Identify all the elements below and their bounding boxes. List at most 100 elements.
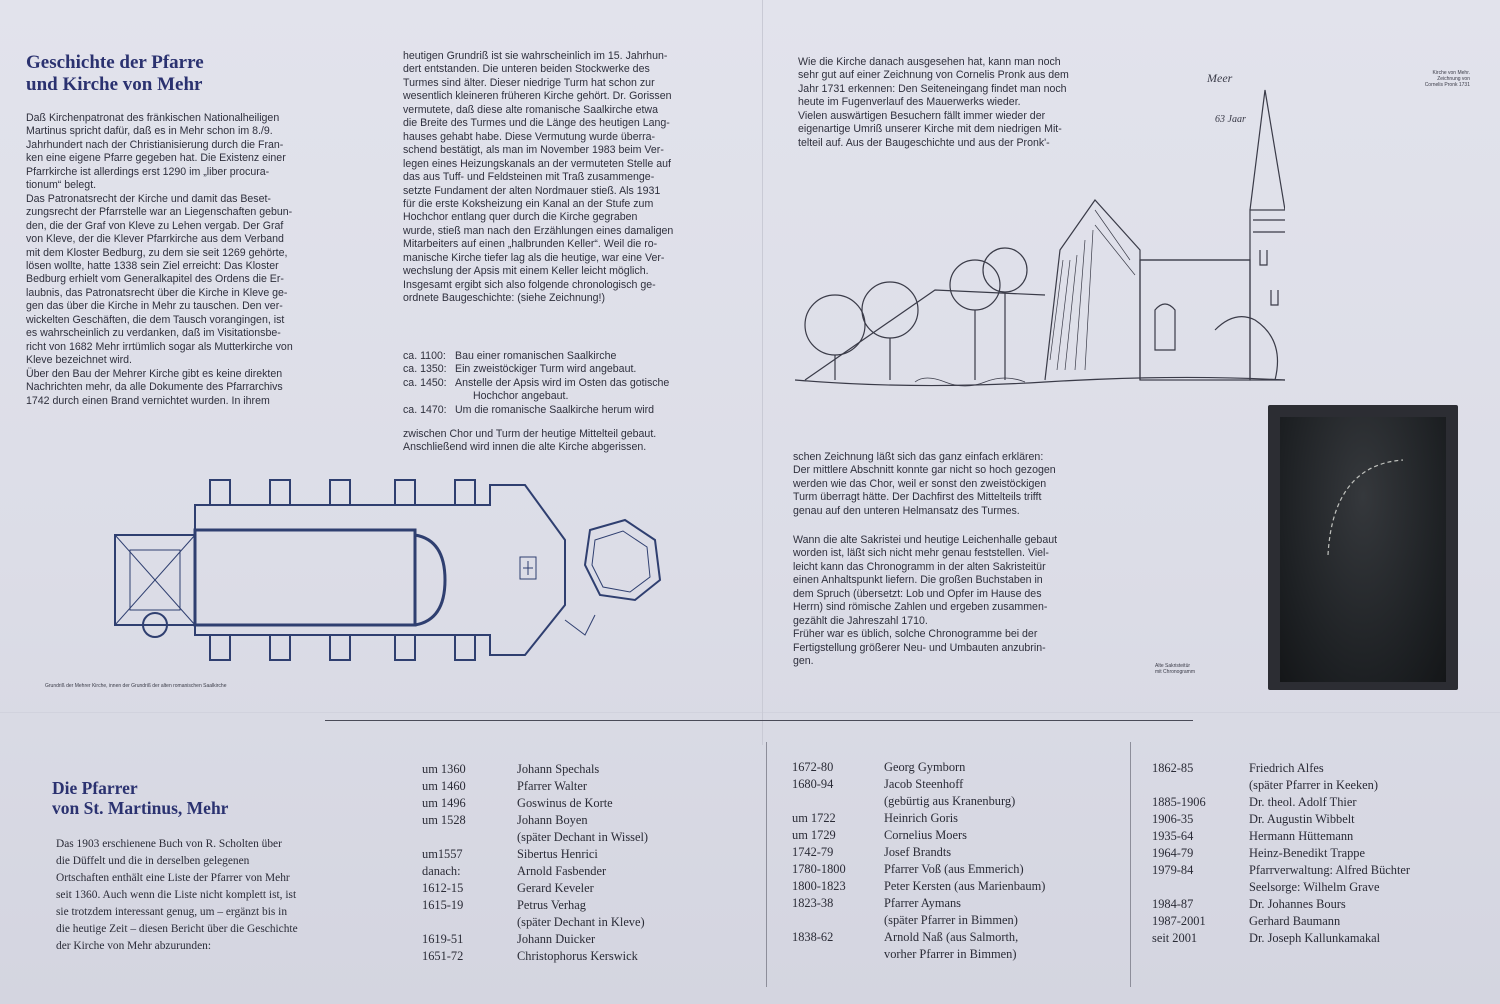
- pastor-row: (später Pfarrer in Bimmen): [792, 912, 1112, 929]
- pastor-years: seit 2001: [1152, 931, 1198, 945]
- pastor-row: um 1360 Johann Spechals: [422, 761, 762, 778]
- pastor-name: (später Dechant in Wissel): [517, 830, 649, 844]
- pastor-years: 1984-87: [1152, 897, 1194, 911]
- text-line: wechslung der Apsis mit einem Keller lei…: [403, 265, 649, 278]
- pastor-row: vorher Pfarrer in Bimmen): [792, 946, 1112, 963]
- pastor-years: 1987-2001: [1152, 914, 1206, 928]
- pastor-name: Jacob Steenhoff: [884, 777, 964, 791]
- text-line: zwischen Chor und Turm der heutige Mitte…: [403, 428, 657, 440]
- text-line: Das Patronatsrecht der Kirche und damit …: [26, 192, 271, 205]
- sketch-label: Meer: [1206, 71, 1233, 85]
- history-title: Geschichte der Pfarre und Kirche von Meh…: [26, 52, 204, 96]
- text-line: es wahrscheinlich zu verdanken, daß im V…: [26, 327, 281, 340]
- pastor-years: 1615-19: [422, 898, 464, 912]
- pastor-years: 1800-1823: [792, 879, 846, 893]
- door-caption: Alte Sakristeitür mit Chronogramm: [1155, 663, 1196, 675]
- text-line: ordnete Baugeschichte: (siehe Zeichnung!…: [403, 292, 605, 305]
- text-line: Martinus spricht dafür, daß es in Mehr s…: [26, 125, 273, 138]
- column-divider: [766, 742, 767, 987]
- chronology-entry: ca. 1450:Anstelle der Apsis wird im Oste…: [403, 377, 728, 390]
- pastor-years: 1979-84: [1152, 863, 1194, 877]
- text-line: laubnis, das Patronatsrecht über die Kir…: [26, 286, 288, 299]
- floorplan-caption: Grundriß der Mehrer Kirche, innen der Gr…: [45, 683, 227, 689]
- chronology-date: ca. 1100:: [403, 350, 446, 362]
- text-line: eigenartige Umriß unserer Kirche mit dem…: [798, 123, 1062, 136]
- pastor-years: 1823-38: [792, 896, 834, 910]
- text-line: Der mittlere Abschnitt konnte gar nicht …: [793, 464, 1056, 477]
- pastor-name: Josef Brandts: [884, 845, 952, 859]
- pastor-name: vorher Pfarrer in Bimmen): [884, 947, 1017, 961]
- pastor-row: (später Pfarrer in Keeken): [1152, 777, 1472, 794]
- history-column-2-end: zwischen Chor und Turm der heutige Mitte…: [403, 428, 728, 455]
- history-column-1: Daß Kirchenpatronat des fränkischen Nati…: [26, 112, 361, 408]
- pastors-title: Die Pfarrer von St. Martinus, Mehr: [52, 778, 228, 818]
- pastor-years: 1680-94: [792, 777, 834, 791]
- text-line: gen.: [793, 655, 814, 668]
- history-column-3: Wie die Kirche danach ausgesehen hat, ka…: [798, 56, 1116, 150]
- pastor-years: 1935-64: [1152, 829, 1194, 843]
- pastor-name: Friedrich Alfes: [1249, 761, 1324, 775]
- chronology-text: Bau einer romanischen Saalkirche: [455, 350, 617, 362]
- text-line: Herrn) sind römische Zahlen und ergeben …: [793, 601, 1048, 614]
- pastor-name: Johann Boyen: [517, 813, 588, 827]
- pastor-years: 1672-80: [792, 760, 834, 774]
- pastor-name: Johann Spechals: [517, 762, 600, 776]
- pastor-name: Petrus Verhag: [517, 898, 586, 912]
- text-line: leicht kann das Chronogramm in der alten…: [793, 560, 1046, 573]
- text-line: zungsrecht der Pfarrstelle war an Liegen…: [26, 206, 293, 219]
- text-line: Pfarrkirche ist allerdings erst 1290 im …: [26, 165, 270, 178]
- pastor-name: Dr. Johannes Bours: [1249, 897, 1346, 911]
- pastor-years: um 1729: [792, 828, 836, 842]
- text-line: manische Kirche tiefer lag als die heuti…: [403, 251, 665, 264]
- pastor-name: Johann Duicker: [517, 932, 596, 946]
- pastor-years: 1838-62: [792, 930, 834, 944]
- chronology-text: Hochchor angebaut.: [473, 390, 569, 403]
- text-line: Bedburg erhielt vom Generalkapitel des O…: [26, 273, 284, 286]
- pastor-name: Sibertus Henrici: [517, 847, 598, 861]
- text-line: Turm überragt hätte. Der Dachfirst des M…: [793, 491, 1042, 504]
- floor-plan: [114, 479, 662, 661]
- pastor-row: 1615-19 Petrus Verhag: [422, 897, 762, 914]
- chronology-date: ca. 1450:: [403, 376, 447, 389]
- text-line: der Kirche von Mehr abzurunden:: [56, 940, 211, 952]
- pastor-years: um 1360: [422, 762, 466, 776]
- pastor-list-2: 1672-80 Georg Gymborn 1680-94 Jacob Steenho…: [792, 759, 1112, 963]
- text-line: ken eine eigene Pfarre gegeben hat. Die …: [26, 152, 286, 165]
- text-line: heutigen Grundriß ist sie wahrscheinlich…: [403, 50, 668, 62]
- pastor-years: um 1496: [422, 796, 466, 810]
- pastor-name: Heinz-Benedikt Trappe: [1249, 846, 1365, 860]
- chronology-text: Um die romanische Saalkirche herum wird: [455, 403, 655, 416]
- title-line: von St. Martinus, Mehr: [52, 798, 229, 818]
- history-column-2: heutigen Grundriß ist sie wahrscheinlich…: [403, 50, 728, 306]
- pastor-name: Seelsorge: Wilhelm Grave: [1249, 880, 1380, 894]
- pastor-name: Gerard Keveler: [517, 881, 594, 895]
- text-line: genau auf den unteren Helmansatz des Tur…: [793, 504, 1020, 517]
- text-line: dert entstanden. Die unteren beiden Stoc…: [403, 63, 650, 76]
- text-line: hauses gehabt habe. Diese Vermutung wurd…: [403, 130, 656, 143]
- chronology-list: ca. 1100: Bau einer romanischen Saalkirch…: [403, 350, 728, 417]
- pastor-years: um1557: [422, 847, 463, 861]
- text-line: einen Anhaltspunkt liefern. Die großen B…: [793, 574, 1043, 587]
- text-line: den, die der Graf von Kleve zu Lehen ver…: [26, 219, 284, 232]
- pastor-name: Pfarrer Voß (aus Emmerich): [884, 862, 1024, 876]
- text-line: Jahrhundert nach der Christianisierung d…: [26, 138, 284, 151]
- text-line: Hochchor entlang quer durch die Kirche g…: [403, 211, 638, 224]
- pastor-row: 1984-87 Dr. Johannes Bours: [1152, 896, 1472, 913]
- text-line: Fertigstellung größerer Neu- und Umbaute…: [793, 641, 1046, 654]
- pastor-name: Georg Gymborn: [884, 760, 966, 774]
- text-line: dem Spruch (übersetzt: Lob und Opfer im …: [793, 587, 1042, 600]
- pastor-years: um 1528: [422, 813, 466, 827]
